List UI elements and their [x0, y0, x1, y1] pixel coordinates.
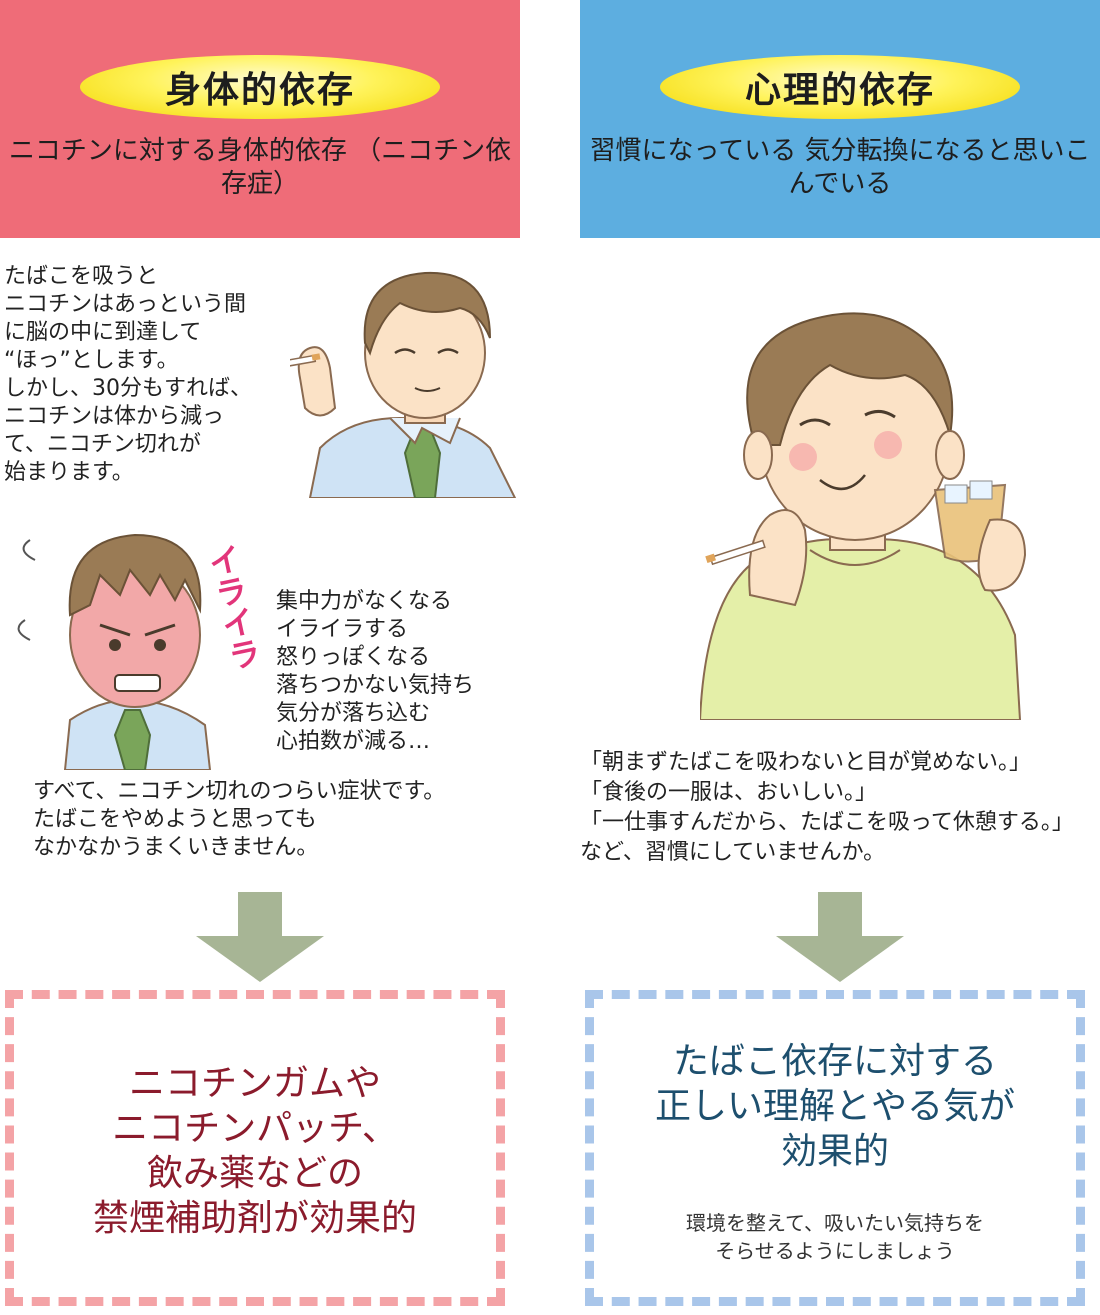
physical-dependence-subtitle: ニコチンに対する身体的依存 （ニコチン依存症）: [8, 136, 512, 199]
physical-solution-text: ニコチンガムや ニコチンパッチ、 飲み薬などの 禁煙補助剤が効果的: [92, 1063, 417, 1239]
habit-examples-text: 「朝まずたばこを吸わないと目が覚めない。」 「食後の一服は、おいしい。」 「一仕…: [580, 750, 1074, 865]
right-arrow-shaft: [818, 892, 862, 937]
irritated-man-illustration: [17, 533, 212, 770]
psychological-solution-advice: 環境を整えて、吸いたい気持ちを そらせるようにしましょう: [686, 1211, 984, 1263]
man-with-drink-illustration: [700, 312, 1027, 720]
psychological-dependence-header: 心理的依存 習慣になっている 気分転換になると思いこんでいる: [580, 0, 1100, 238]
nicotine-intro-text: たばこを吸うと ニコチンはあっという間 に脳の中に到達して “ほっ”とします。 …: [4, 264, 252, 485]
symptoms-list: 集中力がなくなる イライラする 怒りっぽくなる 落ちつかない気持ち 気分が落ち込…: [276, 589, 475, 754]
physical-dependence-header: 身体的依存 ニコチンに対する身体的依存 （ニコチン依存症）: [0, 0, 520, 238]
psychological-dependence-subtitle: 習慣になっている 気分転換になると思いこんでいる: [589, 136, 1091, 199]
left-arrow-shaft: [238, 892, 282, 937]
withdrawal-conclusion-text: すべて、ニコチン切れのつらい症状です。 たばこをやめようと思っても なかなかうま…: [33, 779, 446, 860]
left-down-arrow-icon: [196, 936, 324, 982]
psychological-solution-text: たばこ依存に対する 正しい理解とやる気が 効果的: [654, 1041, 1015, 1172]
psychological-solution-box: たばこ依存に対する 正しい理解とやる気が 効果的 環境を整えて、吸いたい気持ちを…: [585, 990, 1085, 1306]
psychological-dependence-title: 心理的依存: [660, 55, 1020, 119]
physical-dependence-title: 身体的依存: [80, 55, 440, 119]
right-down-arrow-icon: [776, 936, 904, 982]
man-smoking-illustration: [290, 271, 517, 498]
physical-solution-box: ニコチンガムや ニコチンパッチ、 飲み薬などの 禁煙補助剤が効果的: [5, 990, 505, 1306]
